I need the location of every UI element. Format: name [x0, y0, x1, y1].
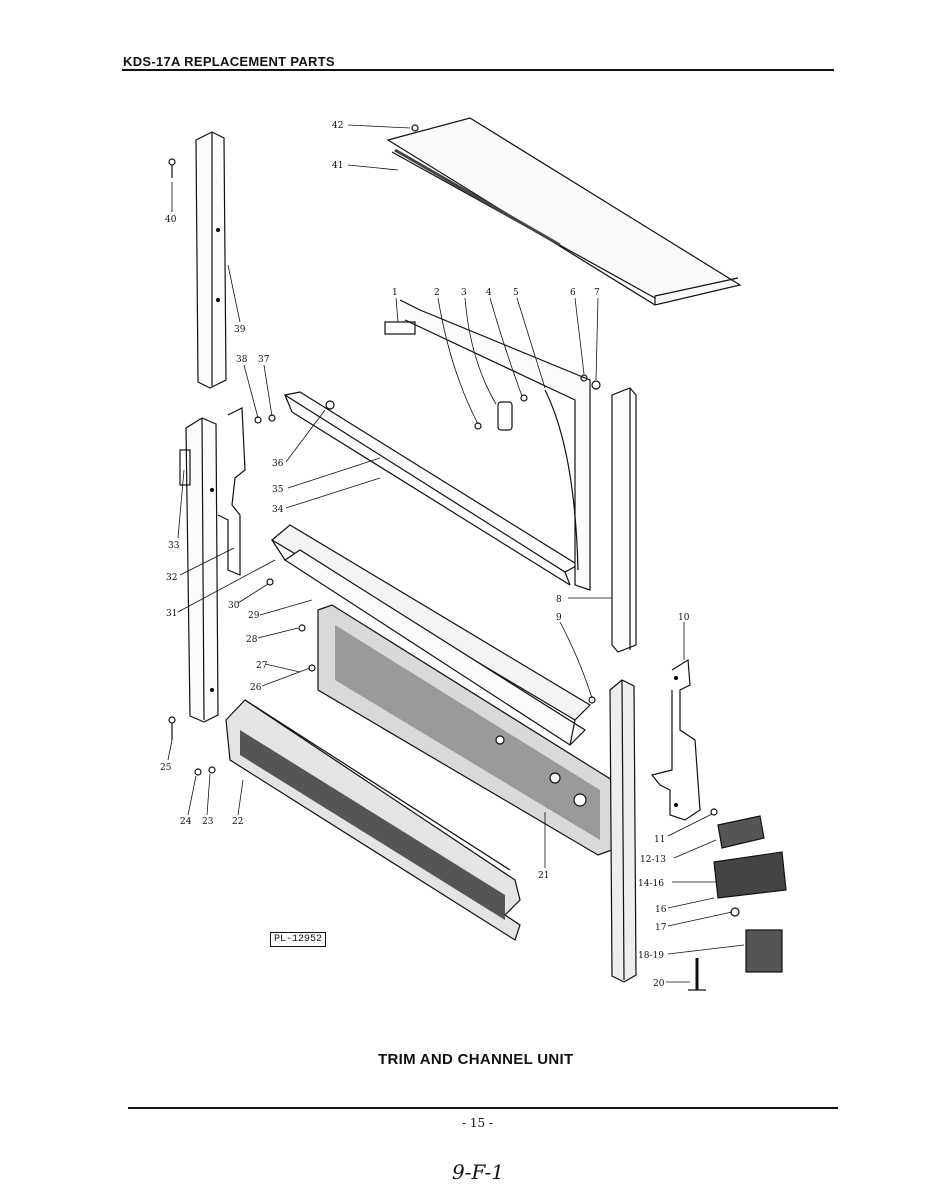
page-number: - 15 -	[462, 1116, 494, 1130]
callout-7: 7	[594, 288, 600, 298]
cross-rail	[283, 391, 580, 586]
header-rule	[122, 69, 834, 71]
callout-36: 36	[272, 459, 284, 469]
callout-23: 23	[202, 817, 214, 827]
callout-41: 41	[332, 161, 343, 171]
callout-33: 33	[168, 541, 180, 551]
callout-16: 16	[655, 905, 667, 915]
small-parts	[688, 808, 787, 991]
callout-3: 3	[461, 288, 467, 298]
callout-29: 29	[248, 611, 260, 621]
callout-18-19: 18-19	[638, 951, 664, 961]
callout-8: 8	[556, 595, 562, 605]
right-trim-strip	[611, 387, 637, 653]
callout-30: 30	[228, 601, 240, 611]
figure-caption: TRIM AND CHANNEL UNIT	[378, 1051, 574, 1068]
callout-26: 26	[250, 683, 262, 693]
page-header: KDS-17A REPLACEMENT PARTS	[123, 54, 335, 69]
right-side-column	[609, 679, 637, 983]
top-cover-panel	[386, 117, 742, 306]
callout-22: 22	[232, 817, 243, 827]
center-mounting-bracket	[384, 299, 601, 591]
callout-39: 39	[234, 325, 246, 335]
callout-9: 9	[556, 613, 562, 623]
callout-28: 28	[246, 635, 258, 645]
callout-42: 42	[332, 121, 343, 131]
left-bracket	[179, 407, 246, 576]
callout-32: 32	[166, 573, 177, 583]
callout-4: 4	[486, 288, 492, 298]
callout-21: 21	[538, 871, 549, 881]
callout-10: 10	[678, 613, 690, 623]
callout-20: 20	[653, 979, 665, 989]
footer-rule	[128, 1107, 838, 1109]
callout-12-13: 12-13	[640, 855, 666, 865]
callout-34: 34	[272, 505, 284, 515]
callout-38: 38	[236, 355, 248, 365]
callout-25: 25	[160, 763, 172, 773]
left-upper-channel	[195, 131, 227, 389]
front-trim-panel	[225, 699, 521, 941]
callout-5: 5	[513, 288, 519, 298]
callout-35: 35	[272, 485, 284, 495]
callout-17: 17	[655, 923, 667, 933]
callout-6: 6	[570, 288, 576, 298]
callout-2: 2	[434, 288, 440, 298]
reference-code: PL-12952	[270, 932, 327, 947]
leader-lines	[167, 124, 745, 983]
callout-14-16: 14-16	[638, 879, 664, 889]
right-bracket	[650, 658, 701, 821]
main-channel-panel	[317, 604, 613, 856]
callout-37: 37	[258, 355, 270, 365]
left-lower-channel	[185, 417, 219, 723]
callout-24: 24	[180, 817, 192, 827]
handwritten-note: 9-F-1	[452, 1160, 504, 1184]
callout-27: 27	[256, 661, 268, 671]
channel-plate	[270, 524, 591, 746]
callout-1: 1	[392, 288, 398, 298]
callout-31: 31	[166, 609, 177, 619]
callout-11: 11	[654, 835, 665, 845]
callout-40: 40	[165, 215, 177, 225]
